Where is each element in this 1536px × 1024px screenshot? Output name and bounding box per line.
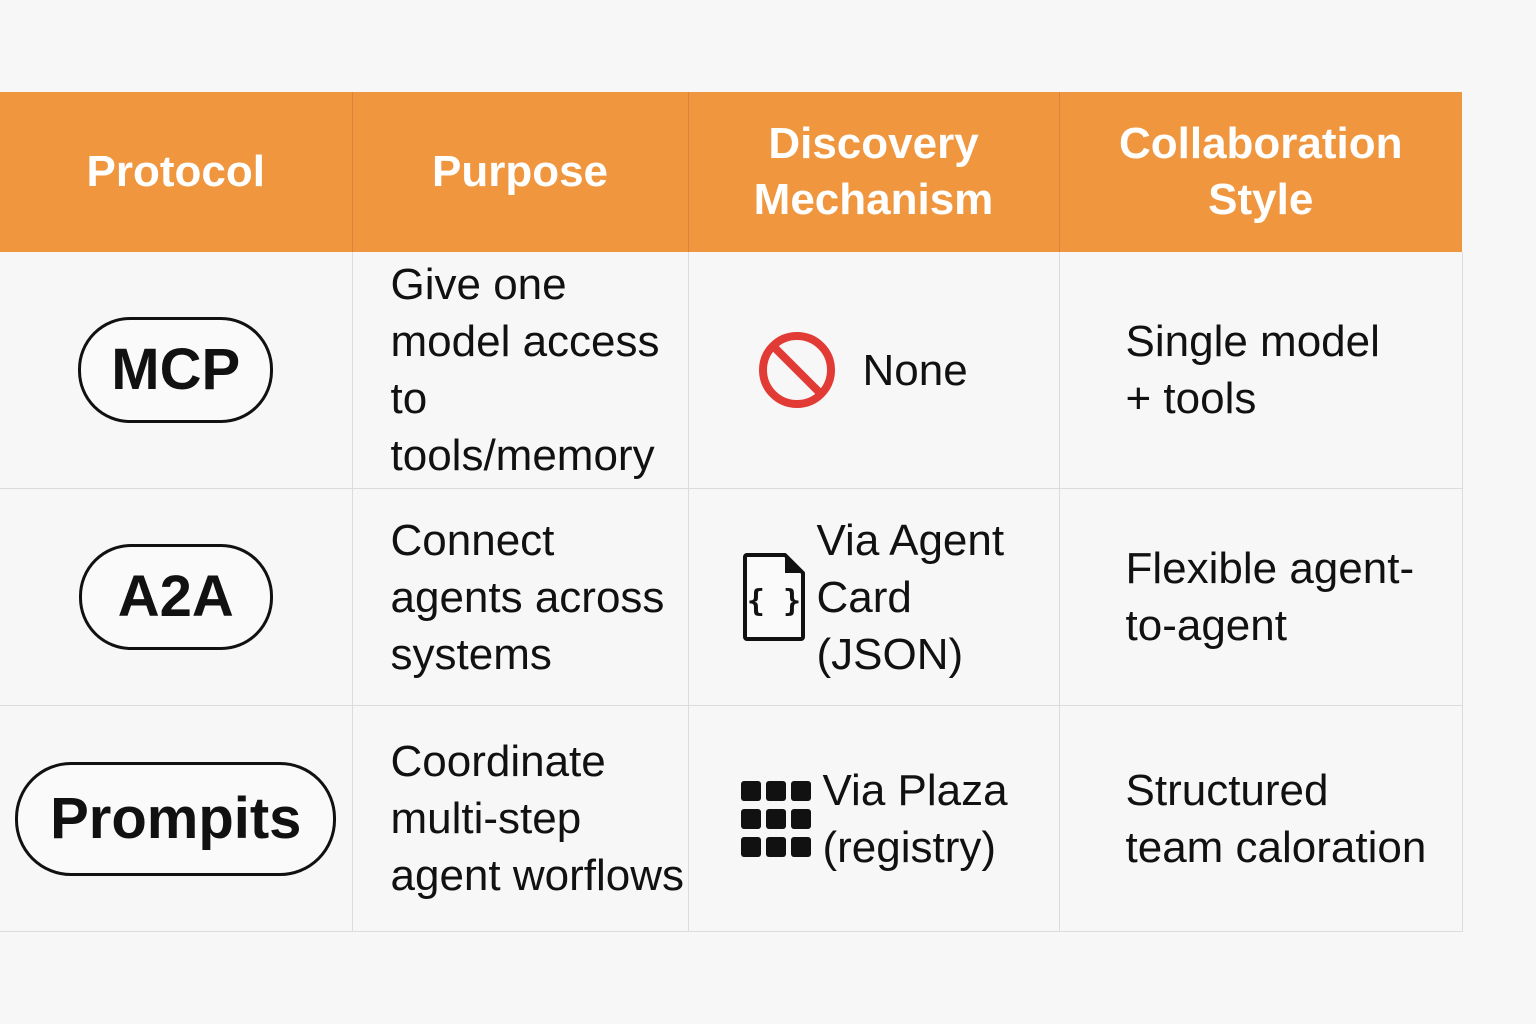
purpose-cell: Give one model access to tools/memory	[351, 252, 688, 489]
header-row: Protocol Purpose Discovery Mechanism Col…	[0, 92, 1462, 252]
json-file-icon: { }	[742, 553, 805, 641]
protocol-cell: A2A	[0, 488, 352, 706]
protocol-comparison-table: Protocol Purpose Discovery Mechanism Col…	[0, 92, 1463, 932]
table-row-mcp: MCP Give one model access to tools/memor…	[0, 252, 1463, 489]
header-protocol: Protocol	[0, 92, 352, 252]
discovery-text: None	[862, 345, 968, 395]
protocol-badge-mcp: MCP	[78, 317, 274, 423]
protocol-badge-a2a: A2A	[78, 544, 273, 650]
collaboration-text: Flexible agent- to-agent	[1125, 544, 1415, 650]
protocol-cell: MCP	[0, 252, 352, 489]
discovery-text: Via Agent Card (JSON)	[816, 515, 1005, 679]
grid-icon	[740, 780, 811, 857]
collaboration-cell: Single model + tools	[1058, 252, 1463, 489]
collaboration-text: Single model + tools	[1125, 317, 1380, 423]
header-collaboration-style: Collaboration Style	[1058, 92, 1462, 252]
svg-text:{ }: { }	[746, 584, 800, 619]
header-purpose: Purpose	[351, 92, 688, 252]
purpose-text: Connect agents across systems	[390, 515, 665, 679]
collaboration-cell: Structured team caloration	[1058, 705, 1463, 932]
discovery-cell: { } Via Agent Card (JSON)	[687, 488, 1059, 706]
purpose-text: Coordinate multi-step agent worflows	[390, 737, 684, 900]
prohibited-icon	[758, 332, 835, 408]
header-discovery-mechanism: Discovery Mechanism	[687, 92, 1059, 252]
table-row-prompits: Prompits Coordinate multi-step agent wor…	[0, 705, 1463, 932]
protocol-cell: Prompits	[0, 705, 352, 932]
discovery-text: Via Plaza (registry)	[822, 765, 1008, 872]
purpose-cell: Coordinate multi-step agent worflows	[351, 705, 688, 932]
collaboration-text: Structured team caloration	[1125, 765, 1427, 872]
collaboration-cell: Flexible agent- to-agent	[1058, 488, 1463, 706]
discovery-cell: None	[687, 252, 1059, 489]
table-row-a2a: A2A Connect agents across systems { } Vi…	[0, 488, 1463, 706]
discovery-cell: Via Plaza (registry)	[687, 705, 1059, 932]
purpose-cell: Connect agents across systems	[351, 488, 688, 706]
comparison-table-container: Protocol Purpose Discovery Mechanism Col…	[0, 92, 1463, 932]
purpose-text: Give one model access to tools/memory	[390, 260, 660, 480]
protocol-badge-prompits: Prompits	[15, 761, 337, 876]
